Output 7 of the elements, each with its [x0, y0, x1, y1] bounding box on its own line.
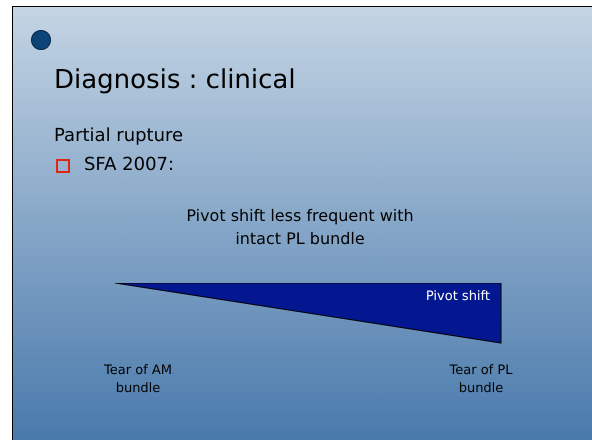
subheading: Partial rupture — [54, 125, 184, 148]
wedge-label: Pivot shift — [426, 289, 490, 306]
bullet-text: SFA 2007: — [84, 154, 174, 176]
axis-end-label: Tear of PL bundle — [448, 362, 514, 398]
note-text: Pivot shift less frequent with intact PL bundle — [185, 205, 415, 250]
slide-title: Diagnosis : clinical — [54, 64, 296, 96]
axis-end-label: Tear of AM bundle — [103, 362, 173, 398]
